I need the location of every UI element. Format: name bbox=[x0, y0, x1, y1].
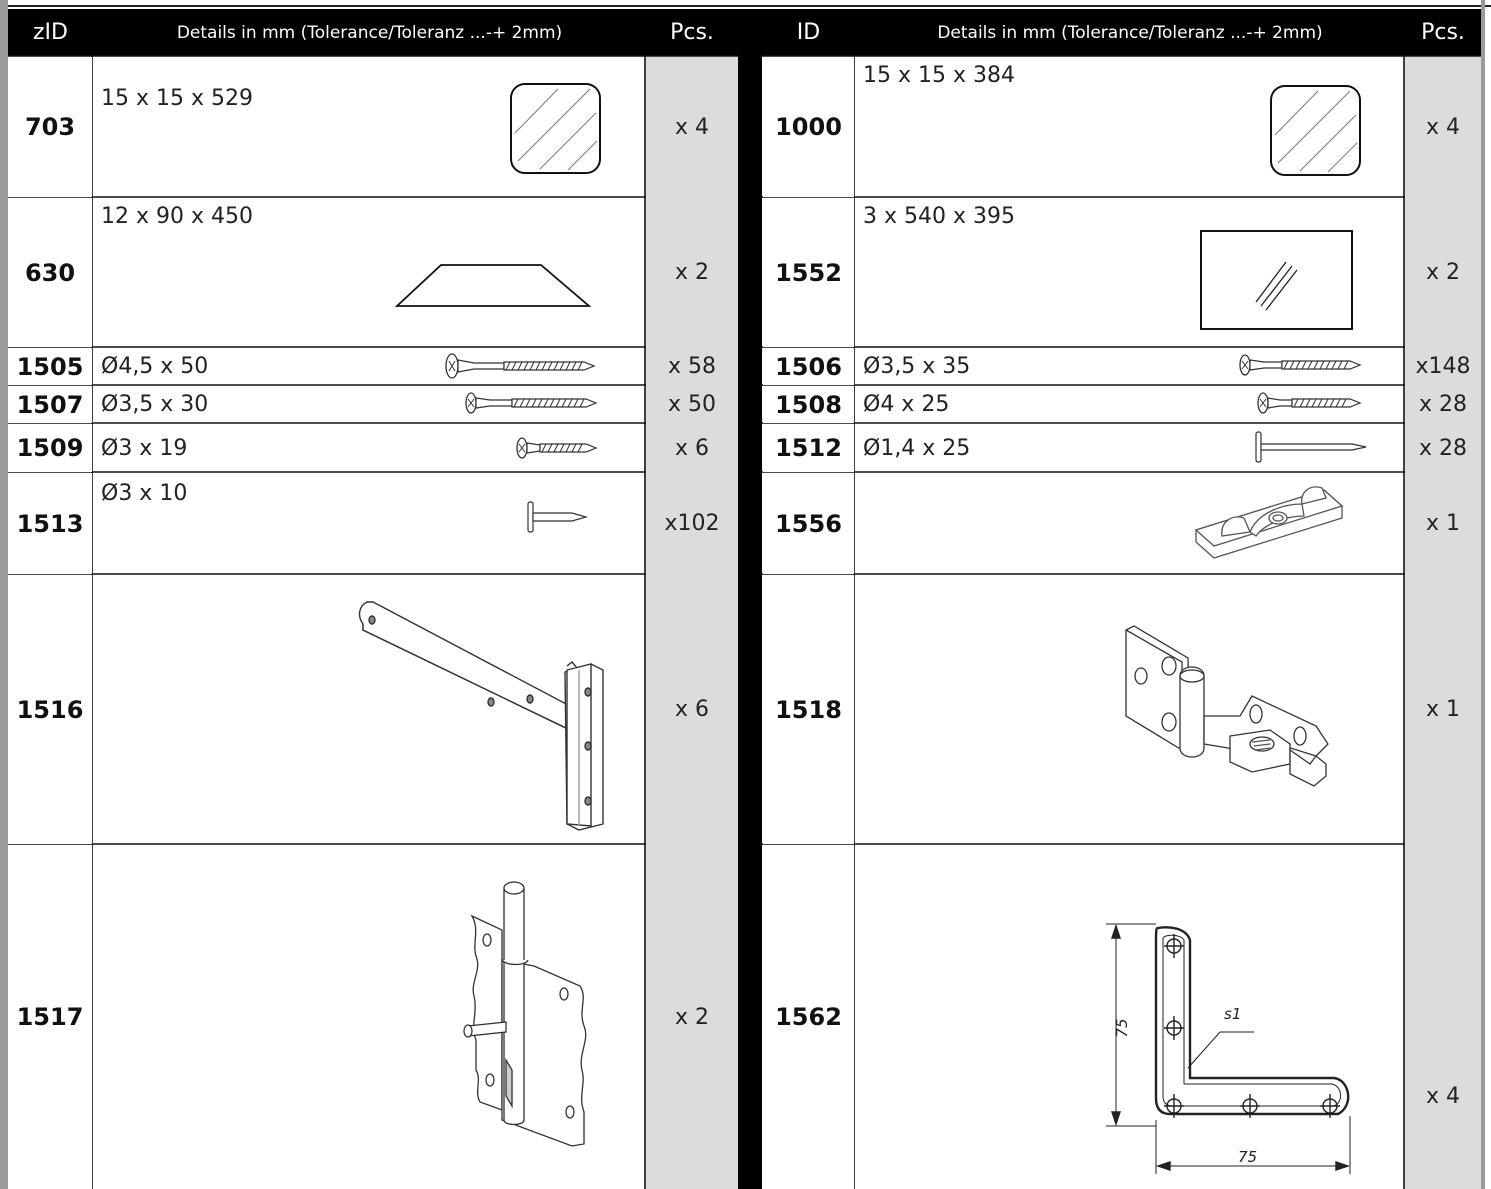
trapezoid-board-icon bbox=[394, 264, 592, 307]
header-details-right: Details in mm (Tolerance/Toleranz ...-+ … bbox=[855, 9, 1405, 56]
part-quantity: x 1 bbox=[1425, 511, 1460, 536]
part-details: 15 x 15 x 384 bbox=[863, 63, 1015, 88]
header-zid: zID bbox=[8, 9, 93, 56]
part-quantity: x102 bbox=[664, 511, 720, 536]
part-id: 1506 bbox=[763, 348, 854, 385]
part-quantity: x 1 bbox=[1425, 697, 1460, 722]
header-details-left: Details in mm (Tolerance/Toleranz ...-+ … bbox=[93, 9, 646, 56]
part-details: Ø4,5 x 50 bbox=[101, 354, 209, 379]
part-details: Ø4 x 25 bbox=[863, 392, 950, 417]
square-profile-icon bbox=[1270, 85, 1361, 176]
part-id: 1512 bbox=[763, 424, 854, 472]
part-id: 703 bbox=[8, 57, 92, 197]
nail-icon bbox=[527, 501, 589, 533]
part-quantity: x 2 bbox=[674, 1004, 709, 1030]
part-id: 1518 bbox=[763, 575, 854, 844]
t-hinge-icon bbox=[358, 601, 604, 831]
part-quantity: x 28 bbox=[1418, 392, 1467, 417]
part-quantity: x 4 bbox=[1425, 114, 1460, 140]
screw-icon bbox=[465, 392, 598, 414]
part-id: 1509 bbox=[8, 424, 92, 472]
part-quantity: x 6 bbox=[674, 697, 709, 722]
screw-icon bbox=[1257, 392, 1362, 414]
part-id: 1556 bbox=[763, 473, 854, 574]
center-divider bbox=[738, 9, 762, 1189]
part-quantity: x 50 bbox=[667, 392, 716, 417]
part-quantity: x 2 bbox=[674, 260, 709, 285]
part-id: 1517 bbox=[8, 845, 92, 1189]
screw-icon bbox=[445, 353, 596, 379]
gate-hinge-icon bbox=[1125, 625, 1329, 787]
bracket-width-label: 75 bbox=[1238, 1148, 1258, 1166]
part-quantity: x 2 bbox=[1425, 260, 1460, 285]
part-details: 12 x 90 x 450 bbox=[101, 204, 253, 229]
glass-pane-icon bbox=[1200, 230, 1353, 330]
part-details: Ø1,4 x 25 bbox=[863, 435, 971, 461]
part-id: 1505 bbox=[8, 348, 92, 385]
part-id: 1562 bbox=[763, 845, 854, 1189]
part-quantity: x 28 bbox=[1418, 435, 1467, 461]
header-pcs-left: Pcs. bbox=[646, 9, 738, 56]
part-details: Ø3 x 19 bbox=[101, 435, 188, 461]
part-id: 1508 bbox=[763, 386, 854, 423]
part-quantity: x 58 bbox=[667, 354, 716, 379]
part-id: 1000 bbox=[763, 57, 854, 197]
right-border bbox=[1481, 0, 1485, 1189]
bracket-thickness-label: s1 bbox=[1224, 1005, 1242, 1023]
part-quantity: x 4 bbox=[674, 114, 709, 140]
pcs-column-left-bg bbox=[646, 57, 738, 1189]
square-profile-icon bbox=[510, 83, 601, 174]
header-id: ID bbox=[762, 9, 855, 56]
part-details: 15 x 15 x 529 bbox=[101, 86, 253, 111]
part-details: Ø3,5 x 35 bbox=[863, 354, 971, 379]
part-id: 1507 bbox=[8, 386, 92, 423]
top-border bbox=[0, 0, 1491, 7]
part-id: 1552 bbox=[763, 198, 854, 347]
part-details: Ø3,5 x 30 bbox=[101, 392, 209, 417]
barrel-bolt-icon bbox=[463, 881, 587, 1147]
header-pcs-right: Pcs. bbox=[1405, 9, 1481, 56]
pcs-column-right-bg bbox=[1405, 57, 1481, 1189]
part-details: Ø3 x 10 bbox=[101, 481, 188, 506]
part-id: 1516 bbox=[8, 575, 92, 844]
part-details: 3 x 540 x 395 bbox=[863, 204, 1015, 229]
corner-bracket-icon bbox=[1106, 923, 1351, 1174]
bracket-height-label: 75 bbox=[1113, 1018, 1131, 1038]
part-id: 630 bbox=[8, 198, 92, 347]
part-quantity: x 4 bbox=[1425, 1084, 1460, 1109]
screw-icon bbox=[1239, 354, 1362, 376]
screw-icon bbox=[516, 437, 598, 459]
part-quantity: x148 bbox=[1415, 354, 1471, 379]
left-border bbox=[0, 0, 8, 1189]
nail-icon bbox=[1255, 431, 1367, 463]
part-quantity: x 6 bbox=[674, 435, 709, 461]
pipe-clip-icon bbox=[1194, 486, 1344, 559]
part-id: 1513 bbox=[8, 473, 92, 574]
